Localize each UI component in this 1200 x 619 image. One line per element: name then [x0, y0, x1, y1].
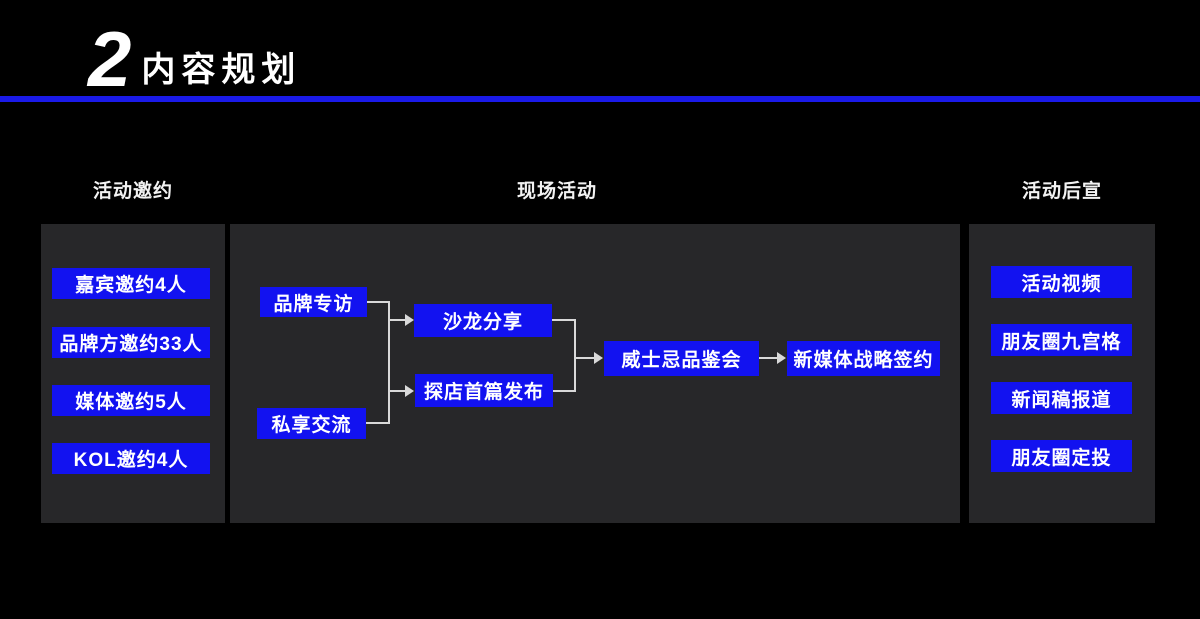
page-title: 内容规划: [141, 51, 302, 89]
arrowhead-icon: [594, 352, 603, 364]
connector-line: [574, 357, 595, 359]
label-moments-grid: 朋友圈九宫格: [991, 324, 1132, 356]
arrowhead-icon: [405, 385, 414, 397]
label-press-release: 新闻稿报道: [991, 382, 1132, 414]
panel-invitation: 嘉宾邀约4人 品牌方邀约33人 媒体邀约5人 KOL邀约4人: [41, 224, 225, 523]
connector-line: [366, 422, 390, 424]
label-guest-invite: 嘉宾邀约4人: [52, 268, 210, 299]
flow-node-brand-interview: 品牌专访: [260, 287, 367, 317]
connector-line: [574, 319, 576, 392]
flow-node-private-exchange: 私享交流: [257, 408, 366, 439]
column-header-post-event: 活动后宣: [1021, 181, 1102, 202]
connector-line: [759, 357, 778, 359]
title-underline: [0, 96, 1200, 102]
section-number: 2: [88, 15, 132, 103]
column-header-invitation: 活动邀约: [92, 181, 173, 202]
connector-line: [367, 301, 390, 303]
arrowhead-icon: [405, 314, 414, 326]
connector-line: [388, 319, 406, 321]
label-media-invite: 媒体邀约5人: [52, 385, 210, 416]
label-moments-ads: 朋友圈定投: [991, 440, 1132, 472]
flow-node-new-media-signing: 新媒体战略签约: [787, 341, 940, 376]
column-header-onsite: 现场活动: [516, 181, 597, 202]
label-brand-invite: 品牌方邀约33人: [52, 327, 210, 358]
connector-line: [553, 390, 576, 392]
arrowhead-icon: [777, 352, 786, 364]
flow-node-salon-share: 沙龙分享: [414, 304, 552, 337]
connector-line: [388, 301, 390, 424]
flow-node-whisky-tasting: 威士忌品鉴会: [604, 341, 759, 376]
slide-title: 2 内容规划: [88, 20, 301, 98]
label-event-video: 活动视频: [991, 266, 1132, 298]
connector-line: [552, 319, 576, 321]
label-kol-invite: KOL邀约4人: [52, 443, 210, 474]
connector-line: [388, 390, 406, 392]
panel-post-event: 活动视频 朋友圈九宫格 新闻稿报道 朋友圈定投: [969, 224, 1155, 523]
flow-node-store-first-post: 探店首篇发布: [415, 374, 553, 407]
